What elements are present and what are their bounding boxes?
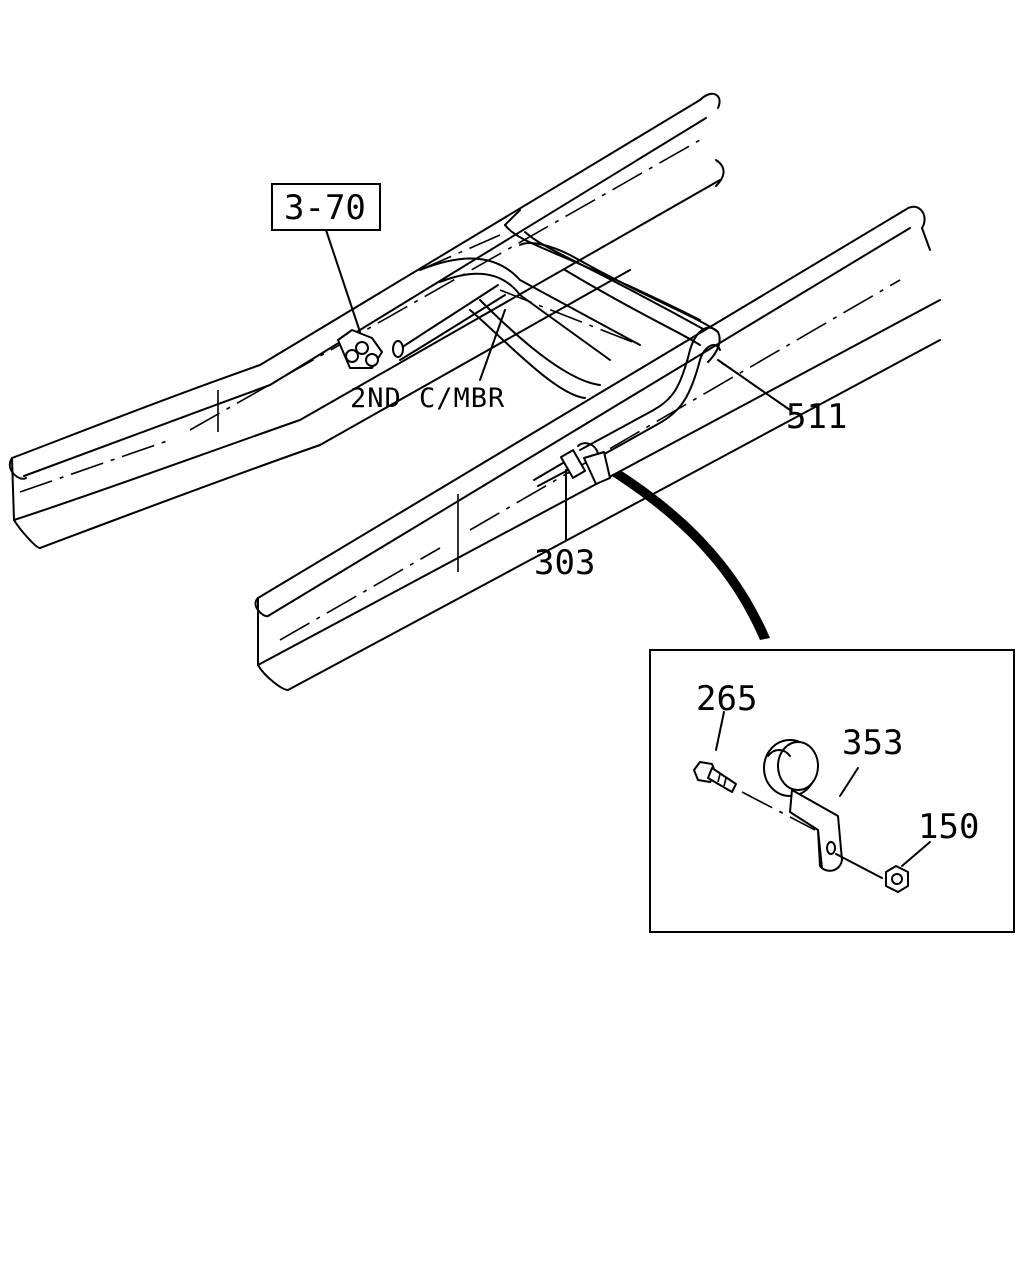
right-frame-rail [254, 205, 941, 691]
label-2nd-cmbr: 2ND C/MBR [350, 383, 505, 414]
label-265: 265 [696, 679, 757, 719]
cross-member [419, 209, 706, 399]
label-353: 353 [842, 723, 903, 763]
detail-inset: 265 353 150 [649, 649, 1015, 933]
label-150: 150 [918, 807, 979, 847]
leader-2nd-cmbr [479, 309, 506, 381]
detail-arrow [612, 470, 770, 640]
fitting-block [337, 329, 383, 369]
clip-353 [763, 739, 859, 872]
nut-150 [885, 841, 931, 893]
left-frame-rail [8, 92, 725, 549]
reference-box[interactable]: 3-70 [271, 183, 381, 231]
leader-3-70 [325, 229, 361, 333]
label-303: 303 [534, 543, 595, 583]
label-511: 511 [786, 397, 847, 437]
ref-box-label: 3-70 [284, 188, 366, 228]
bolt-265 [693, 711, 737, 793]
leader-511 [717, 359, 791, 411]
connector-303 [533, 442, 611, 487]
brake-pipe-511 [392, 242, 721, 463]
